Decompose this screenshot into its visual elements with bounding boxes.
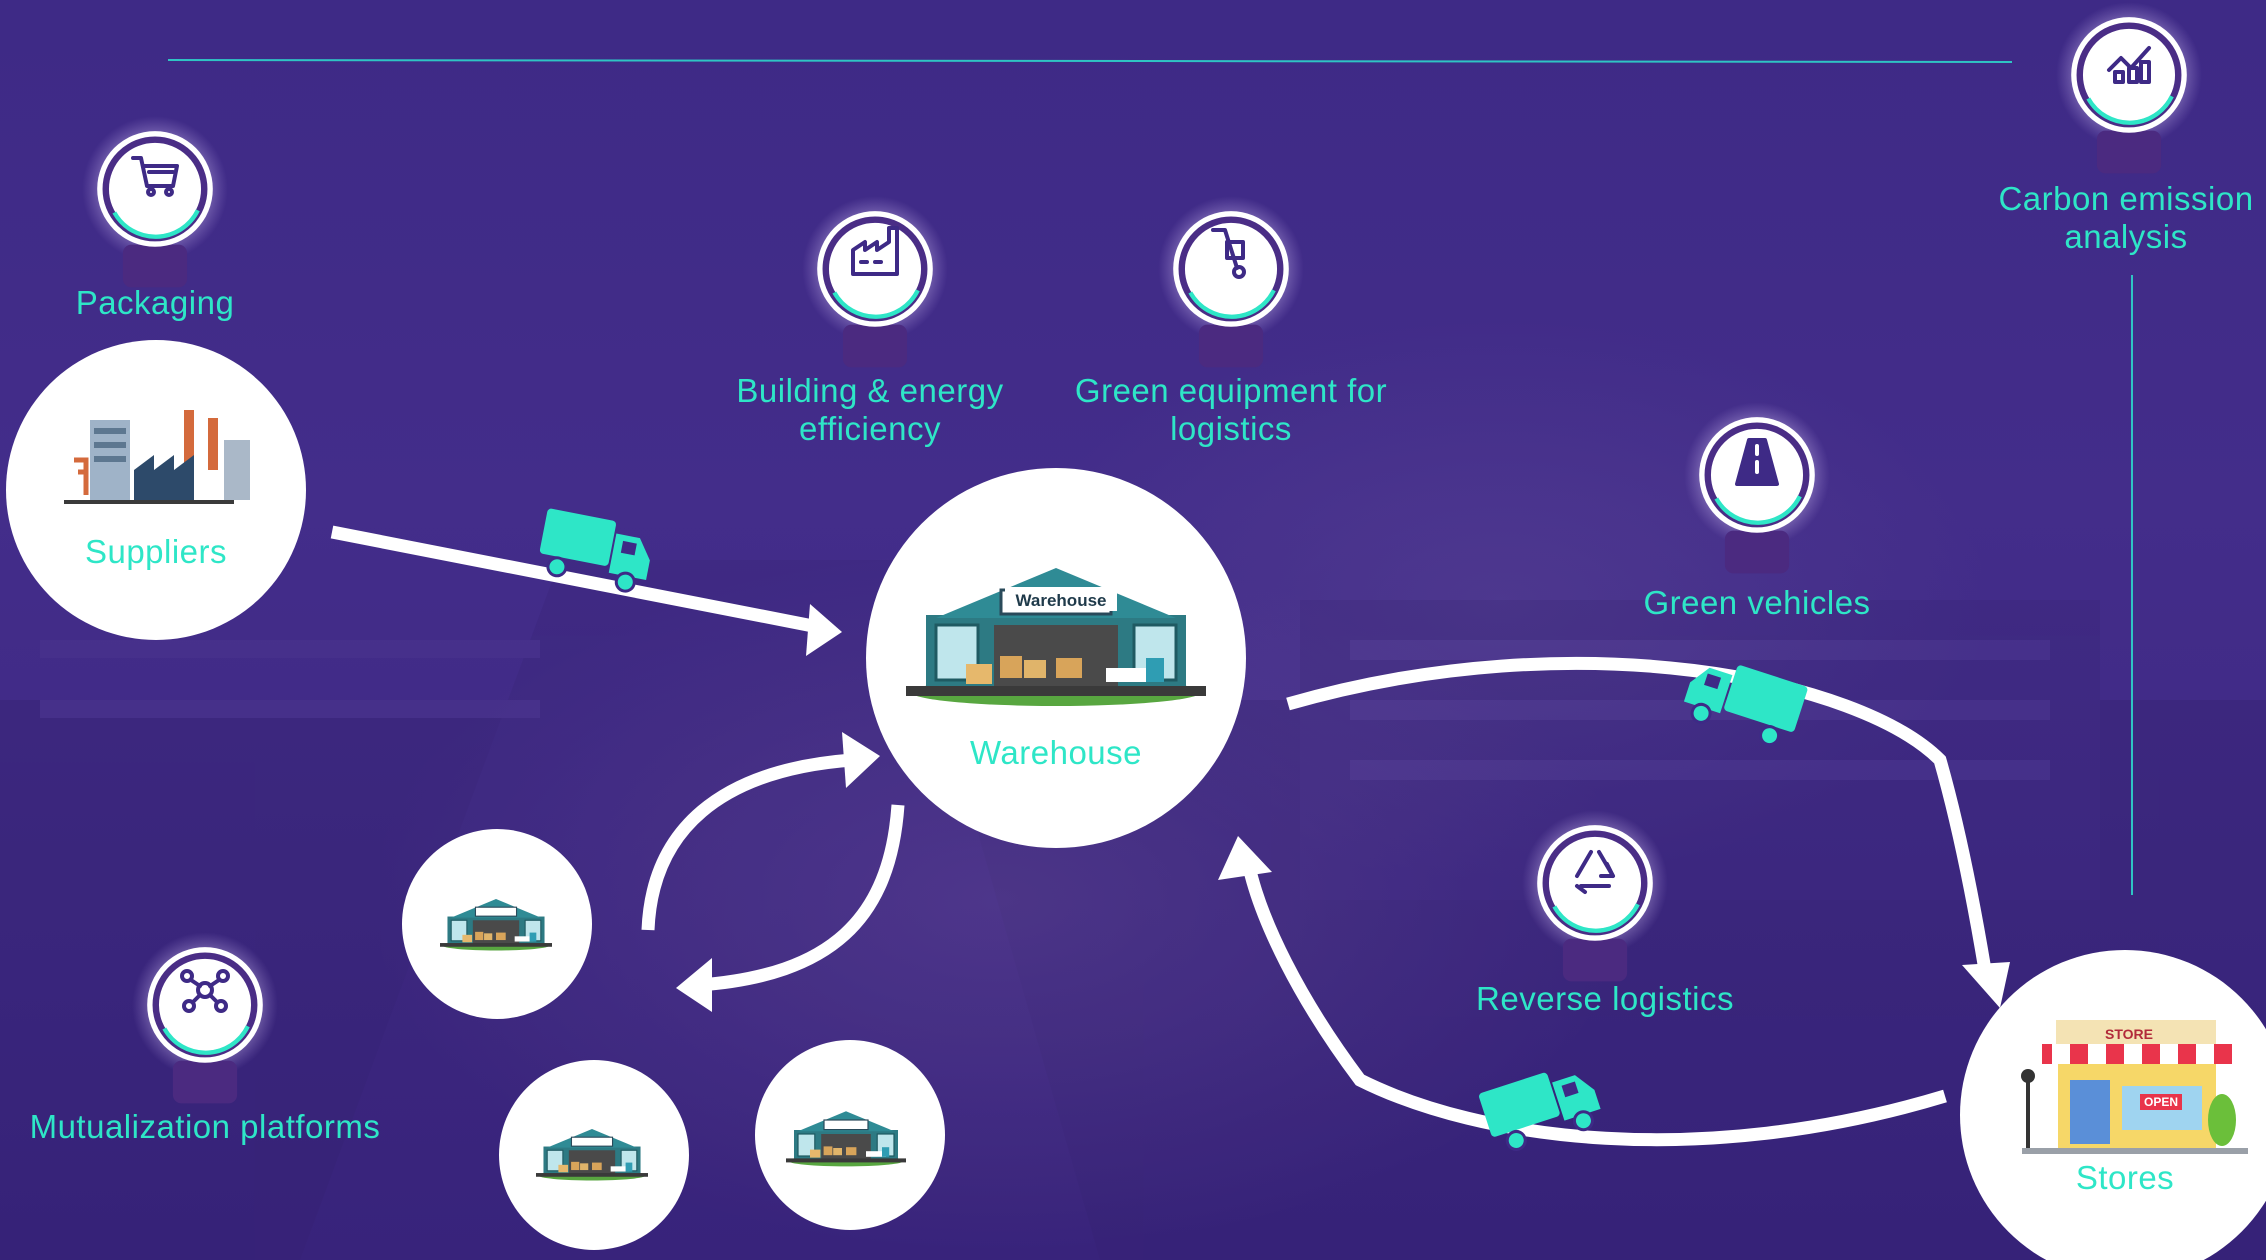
- suppliers-label: Suppliers: [84, 533, 228, 570]
- network-icon: [180, 969, 230, 1013]
- stores-label: Stores: [2075, 1159, 2175, 1196]
- reverse-label: Reverse logistics: [1476, 980, 1734, 1017]
- top-divider: [167, 59, 2013, 63]
- warehouse-sign: Warehouse: [1015, 591, 1106, 610]
- store-sign: STORE: [2105, 1026, 2153, 1042]
- truck-icon: [1683, 665, 1808, 747]
- arrow-suppliers-warehouse: [330, 525, 820, 634]
- building-bulb: [802, 196, 948, 367]
- store-illustration: [2021, 1020, 2248, 1154]
- carbon-bulb: [2056, 2, 2202, 173]
- arrow-warehouse-to-local: [699, 804, 905, 992]
- vehicles-bulb: [1684, 402, 1830, 573]
- store-open-sign: OPEN: [2144, 1095, 2178, 1109]
- flow-arrows: [330, 525, 1992, 1147]
- factory-icon: [851, 226, 899, 276]
- building-label-line-1: Building & energy: [736, 372, 1004, 409]
- vehicles-label: Green vehicles: [1643, 584, 1871, 621]
- carbon-label-line-1: Carbon emission: [1998, 180, 2254, 217]
- road-icon: [1735, 438, 1779, 486]
- equipment-bulb: [1158, 196, 1304, 367]
- recycle-icon: [1575, 850, 1615, 894]
- arrow-stores-warehouse: [1241, 860, 1947, 1147]
- factory-icon: [64, 410, 250, 504]
- hand-truck-icon: [1211, 228, 1246, 279]
- truck-icon: [539, 508, 650, 593]
- packaging-bulb: [82, 116, 228, 287]
- carbon-label-line-2: analysis: [2064, 218, 2188, 255]
- building-label-line-2: efficiency: [799, 410, 941, 447]
- arrow-local-to-warehouse: [641, 753, 853, 931]
- shopping-cart-icon: [131, 156, 179, 197]
- warehouse-sign-board: [1005, 587, 1117, 611]
- building-label: Building & energy efficiency: [700, 372, 1040, 448]
- arrow-heads: [676, 604, 2010, 1012]
- equipment-label-line-1: Green equipment for: [1074, 372, 1388, 409]
- equipment-label: Green equipment for logistics: [1041, 372, 1421, 448]
- carbon-chart-icon: [2107, 46, 2151, 84]
- equipment-label-line-2: logistics: [1170, 410, 1292, 447]
- truck-icon: [1479, 1072, 1601, 1151]
- mutualization-label: Mutualization platforms: [29, 1108, 381, 1145]
- carbon-label: Carbon emission analysis: [1976, 180, 2266, 256]
- warehouse-label: Warehouse: [969, 734, 1143, 771]
- arrow-warehouse-stores: [1286, 656, 1992, 972]
- packaging-label: Packaging: [75, 284, 235, 321]
